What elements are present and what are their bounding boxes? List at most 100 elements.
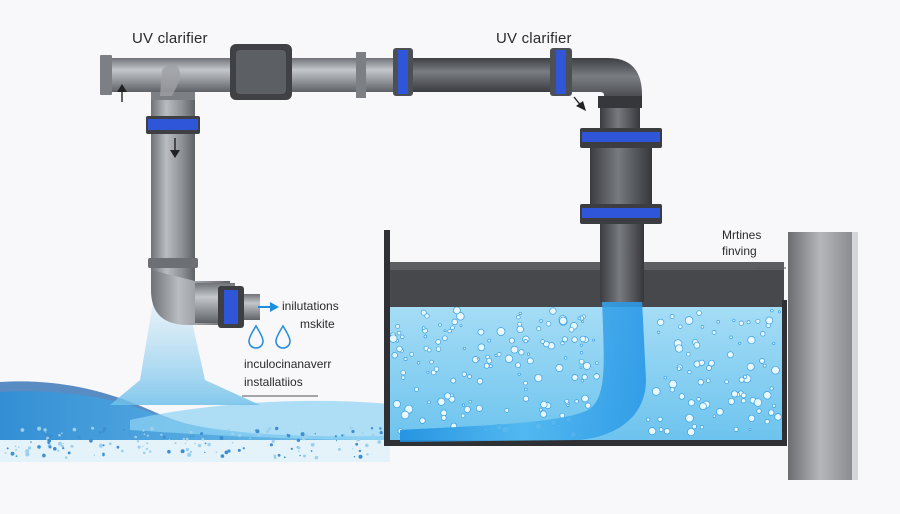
bubble <box>426 370 430 374</box>
arrow-up-icon <box>117 84 127 102</box>
outlet-label-line2: mskite <box>300 317 335 331</box>
ground-particle <box>42 453 46 458</box>
bubble <box>747 336 756 345</box>
ground-particle <box>108 442 112 446</box>
bubble <box>687 427 696 437</box>
bubble <box>462 403 466 407</box>
ground-particle <box>142 445 144 448</box>
bubble <box>475 404 483 412</box>
ground-particle <box>201 437 205 441</box>
ground-particle <box>91 426 95 430</box>
bubble <box>460 413 466 419</box>
bubble <box>400 334 405 339</box>
ground-particle <box>343 433 346 437</box>
bubble <box>401 375 406 380</box>
bubble <box>518 349 525 356</box>
ground-particle <box>187 452 192 457</box>
ground-particle <box>15 455 18 457</box>
bubble <box>564 398 570 404</box>
top-pipe <box>100 44 642 108</box>
bubble <box>451 318 458 326</box>
bubble <box>559 316 568 325</box>
bubble <box>450 325 455 330</box>
bubble <box>727 351 734 359</box>
bubble <box>496 352 502 357</box>
bubble <box>430 369 437 376</box>
bubble <box>657 330 661 334</box>
bubble <box>435 339 441 345</box>
bubble <box>731 390 739 398</box>
ground-particle <box>37 445 41 449</box>
bubble <box>759 358 765 364</box>
ground-particle <box>20 428 25 432</box>
ground-particle <box>310 450 313 452</box>
ground-particle <box>123 428 126 431</box>
ground-particle <box>57 449 60 452</box>
ground-particle <box>48 445 52 449</box>
ground-particle <box>58 441 62 446</box>
bubble <box>738 320 744 326</box>
bubble <box>777 310 781 314</box>
ground-particle <box>61 444 64 448</box>
bubble <box>732 318 736 322</box>
ground-particle <box>352 448 354 450</box>
bubble <box>668 379 678 389</box>
bubble <box>523 380 528 386</box>
bubble <box>444 392 452 400</box>
bubble <box>487 338 492 343</box>
bubble <box>711 330 717 335</box>
bubble <box>416 361 421 365</box>
ground-particle <box>72 427 77 432</box>
ground-particle <box>299 454 301 457</box>
ground-particle <box>286 433 289 436</box>
bubble <box>771 365 780 375</box>
bubble <box>746 320 751 325</box>
bubble <box>579 366 583 370</box>
bubble <box>440 409 448 417</box>
ground-particle <box>314 455 319 460</box>
ground-particle <box>227 429 230 431</box>
bubble <box>716 408 724 416</box>
ground-particle <box>377 440 382 444</box>
ground-particle <box>312 443 314 445</box>
bubble <box>696 397 701 402</box>
ground-particle <box>371 434 375 437</box>
ground-particle <box>275 426 279 431</box>
bottom-label-line2: installatiios <box>244 375 303 389</box>
bubble <box>579 335 587 343</box>
uv-clarifier-label-right: UV clarifier <box>496 30 572 47</box>
ground-particle <box>337 447 341 451</box>
bubble <box>518 311 522 316</box>
bubble <box>517 372 521 376</box>
ground-particle <box>168 439 170 441</box>
bubble <box>685 413 694 423</box>
ground-particle <box>37 426 42 431</box>
bubble <box>395 324 401 329</box>
tank <box>384 230 787 446</box>
ground-particle <box>277 453 281 457</box>
side-label-line2: finving <box>722 244 757 258</box>
ground-particle <box>145 447 149 451</box>
ground-particle <box>283 456 286 459</box>
bubble <box>440 415 447 421</box>
bubble <box>539 410 547 418</box>
ground-particle <box>350 426 353 430</box>
ground-particle <box>361 431 364 434</box>
ground-particle <box>341 434 344 437</box>
bubble <box>396 330 402 336</box>
ground-particle <box>249 437 251 440</box>
ground-particle <box>27 446 32 450</box>
bubble <box>423 334 428 339</box>
ground-particle <box>351 429 355 434</box>
bubble <box>763 391 772 400</box>
bubble <box>762 363 767 368</box>
bubble <box>593 373 600 380</box>
tank-bottom <box>384 440 786 446</box>
ground-particle <box>197 443 202 448</box>
ground-particle <box>194 442 196 445</box>
ground-particle <box>101 429 105 433</box>
ground-particle <box>60 432 63 435</box>
bubble <box>741 398 747 404</box>
bubble <box>523 339 528 344</box>
